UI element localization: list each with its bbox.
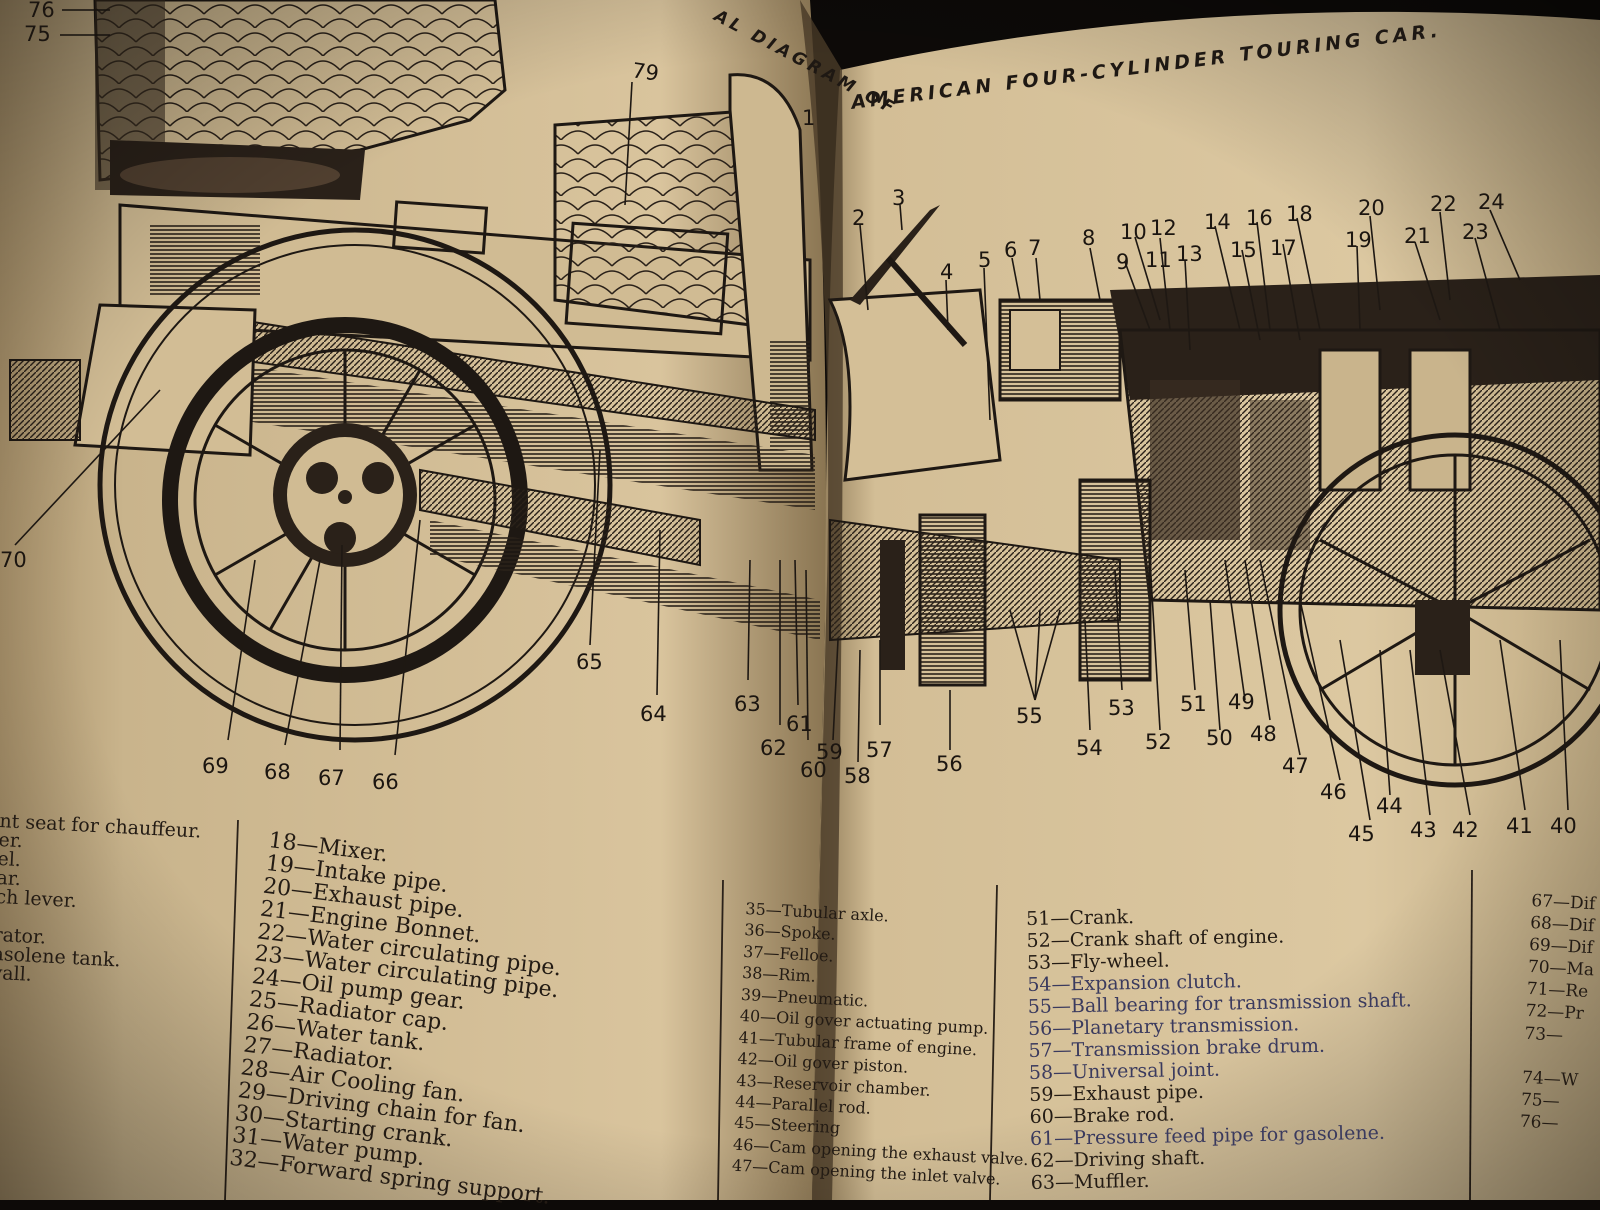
book-pages-illustration [0,0,1600,1200]
open-book-photo: AL DIAGRAM OF AMERICAN FOUR-CYLINDER TOU… [0,0,1600,1210]
